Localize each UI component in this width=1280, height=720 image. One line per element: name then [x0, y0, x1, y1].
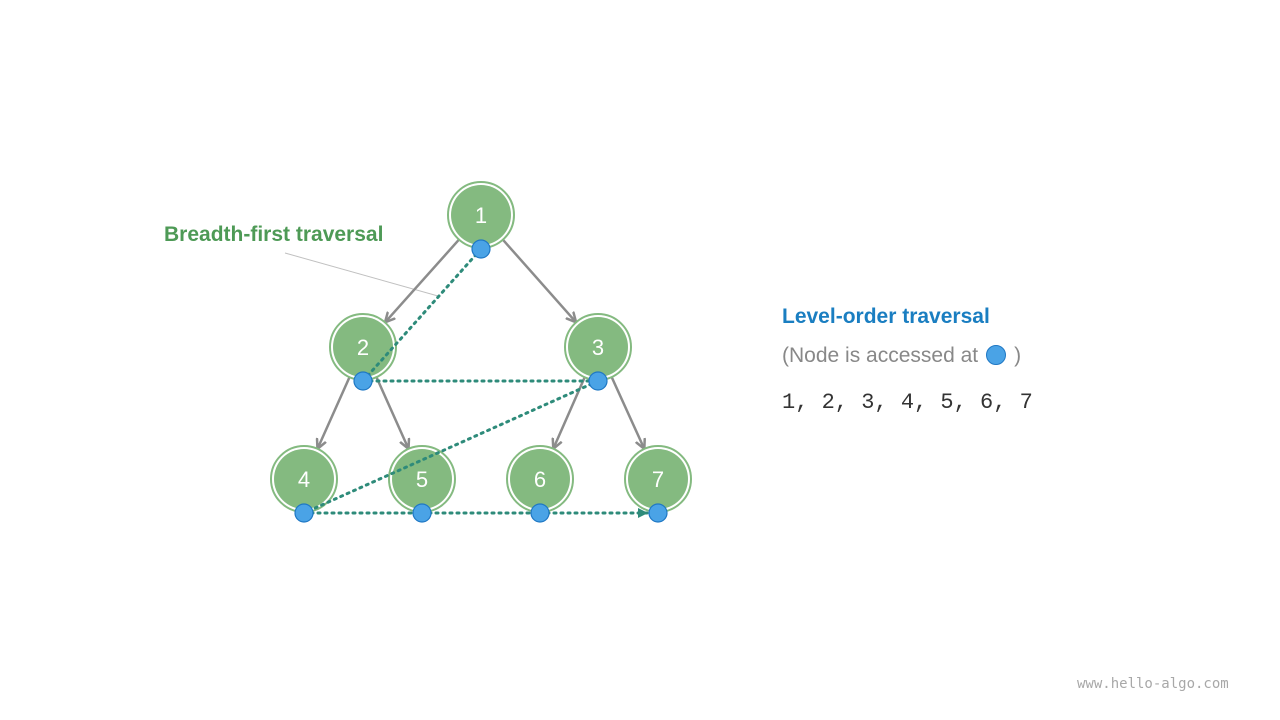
- tree-node-7: 7: [624, 445, 692, 513]
- edge-1-2: [383, 239, 460, 324]
- title-leader-line: [284, 252, 439, 297]
- node-circle: [451, 185, 511, 245]
- tree-node-5: 5: [388, 445, 456, 513]
- access-dot-2: [353, 371, 373, 391]
- traversal-sequence: 1, 2, 3, 4, 5, 6, 7: [782, 390, 1033, 415]
- tree-node-2: 2: [329, 313, 397, 381]
- access-dot-6: [530, 503, 550, 523]
- node-label: 4: [298, 467, 310, 492]
- info-title: Level-order traversal: [782, 305, 990, 328]
- edge-2-5: [375, 376, 409, 451]
- watermark: www.hello-algo.com: [1077, 676, 1229, 692]
- node-circle: [333, 317, 393, 377]
- info-note-prefix: (Node is accessed at: [782, 344, 979, 367]
- access-dot-5: [412, 503, 432, 523]
- access-dot-1: [471, 239, 491, 259]
- node-label: 5: [416, 467, 428, 492]
- edge-1-3: [502, 239, 578, 324]
- node-layer: 1 2 3 4 5 6 7: [270, 181, 692, 513]
- node-circle: [568, 317, 628, 377]
- tree-node-3: 3: [564, 313, 632, 381]
- node-circle: [392, 449, 452, 509]
- title-leader-layer: [284, 252, 439, 297]
- traversal-step-3-4: [302, 379, 600, 515]
- access-dot-7: [648, 503, 668, 523]
- tree-node-1: 1: [447, 181, 515, 249]
- edge-3-7: [610, 376, 644, 451]
- access-dot-icon: [986, 345, 1007, 365]
- info-note: (Node is accessed at): [782, 344, 1021, 368]
- node-circle: [628, 449, 688, 509]
- node-label: 3: [592, 335, 604, 360]
- traversal-path-layer: [302, 247, 649, 518]
- tree-node-6: 6: [506, 445, 574, 513]
- node-label: 7: [652, 467, 664, 492]
- traversal-step-1-2: [361, 247, 483, 383]
- node-label: 6: [534, 467, 546, 492]
- access-dot-4: [294, 503, 314, 523]
- info-note-suffix: ): [1014, 344, 1022, 367]
- node-label: 2: [357, 335, 369, 360]
- access-dot-layer: [294, 239, 668, 523]
- node-circle: [510, 449, 570, 509]
- node-label: 1: [475, 203, 487, 228]
- node-circle: [274, 449, 334, 509]
- diagram-title: Breadth-first traversal: [164, 223, 383, 246]
- access-dot-3: [588, 371, 608, 391]
- edge-2-4: [317, 376, 351, 451]
